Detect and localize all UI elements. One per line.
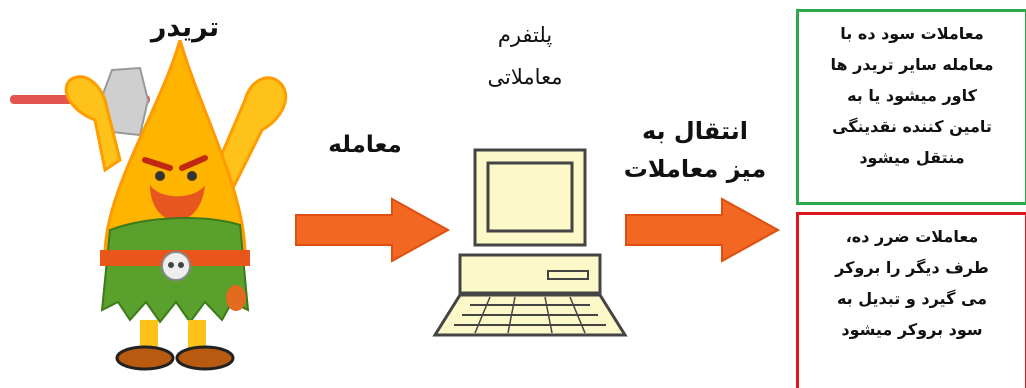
trader-label: تریدر — [150, 12, 220, 43]
arrow-right-icon — [625, 197, 781, 263]
transfer-label-line-1: انتقال به — [641, 117, 749, 145]
platform-label-line-1: پلتفرم — [497, 23, 553, 47]
platform-label-line-2: معاملاتی — [487, 65, 563, 89]
trader-character-icon — [10, 40, 288, 371]
platform-label: پلتفرم معاملاتی — [430, 14, 620, 98]
profit-line: معامله سایر تریدر ها — [830, 55, 994, 74]
loss-line: معاملات ضرر ده، — [845, 227, 979, 246]
profit-outcome-box: معاملات سود ده با معامله سایر تریدر ها ک… — [796, 9, 1026, 205]
trade-label: معامله — [328, 132, 402, 158]
profit-line: معاملات سود ده با — [840, 24, 984, 43]
profit-line: منتقل میشود — [859, 148, 965, 167]
loss-line: می گیرد و تبدیل به — [836, 289, 988, 308]
transfer-label-line-2: میز معاملات — [623, 155, 767, 183]
transfer-label: انتقال به میز معاملات — [600, 112, 790, 188]
loss-outcome-box: معاملات ضرر ده، طرف دیگر را بروکر می گیر… — [796, 212, 1026, 388]
computer-icon — [432, 148, 628, 337]
loss-line: سود بروکر میشود — [841, 320, 983, 339]
profit-line: تامین کننده نقدینگی — [832, 117, 992, 136]
arrow-right-icon — [295, 197, 451, 263]
loss-line: طرف دیگر را بروکر — [835, 258, 989, 277]
profit-line: کاور میشود یا به — [847, 86, 977, 105]
